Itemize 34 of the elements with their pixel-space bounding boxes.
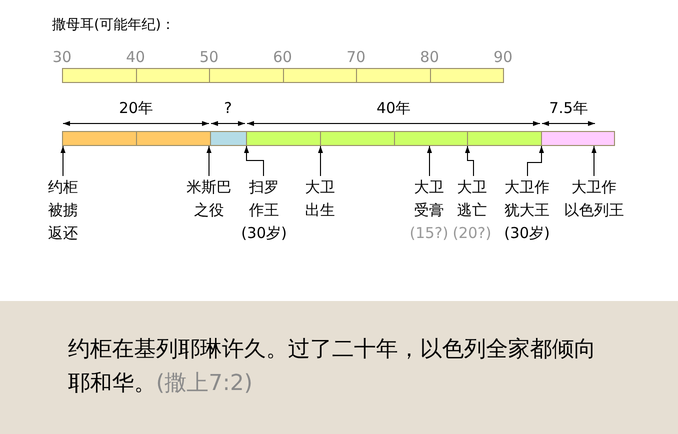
scale-heading: 撒母耳(可能年纪)： — [52, 16, 175, 35]
timeline-bar — [62, 131, 615, 146]
age-tick-label: 80 — [420, 48, 440, 66]
age-tick-label: 70 — [346, 48, 366, 66]
event-label: 约柜被掳返还 — [48, 176, 78, 245]
event-label: 大卫逃亡 — [456, 177, 488, 221]
event-label: 大卫受膏 — [413, 177, 445, 221]
age-tick-label: 50 — [199, 48, 219, 66]
age-tick-label: 40 — [126, 48, 146, 66]
duration-label: ? — [224, 99, 232, 117]
leader-arrow — [427, 146, 432, 176]
age-note: (30岁) — [504, 223, 550, 244]
age-tick-label: 90 — [493, 48, 513, 66]
age-tick-label: 60 — [272, 48, 292, 66]
duration-label: 20年 — [118, 99, 154, 117]
age-tick-label: 30 — [52, 48, 72, 66]
leader-arrow — [60, 146, 66, 176]
verse-text: 约柜在基列耶琳许久。过了二十年，以色列全家都倾向耶和华。(撒上7:2) — [68, 336, 597, 398]
event-label: 米斯巴之役 — [186, 176, 232, 222]
leader-arrow — [592, 146, 596, 176]
age-note: (30岁) — [241, 223, 287, 244]
leader-arrow — [527, 146, 544, 176]
duration-label: 7.5年 — [549, 99, 588, 117]
leader-arrow — [465, 146, 474, 176]
leader-arrow — [244, 146, 264, 176]
event-label: 扫罗作王 — [248, 177, 280, 221]
duration-label: 40年 — [376, 99, 411, 117]
leader-arrow — [318, 146, 323, 176]
age-note: (20?) — [452, 223, 492, 244]
leader-arrow — [206, 146, 212, 176]
event-label: 大卫作犹大王 — [504, 177, 550, 221]
event-label: 大卫作以色列王 — [564, 176, 624, 222]
age-note: (15?) — [410, 223, 448, 244]
event-label: 大卫出生 — [305, 176, 335, 222]
